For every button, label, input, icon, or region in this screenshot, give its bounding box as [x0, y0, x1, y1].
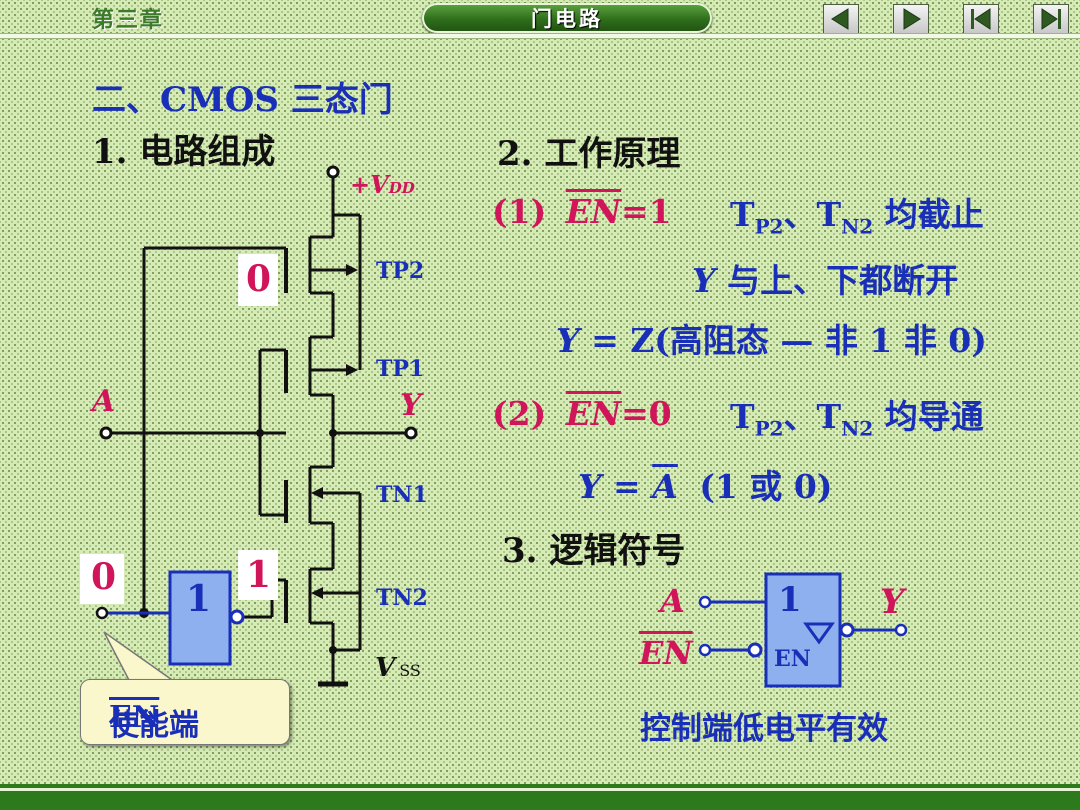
case2-t2-sub: N2 [841, 416, 874, 441]
case2-t1: T [730, 397, 755, 436]
symbol-heading-num: 3. [502, 531, 538, 571]
case1-t2-sub: N2 [841, 214, 874, 239]
symbol-input-en-label: EN [639, 634, 693, 672]
enable-callout: 使能端 EN [80, 679, 290, 745]
tn2-level-box [238, 550, 278, 600]
case2-line2-y: Y [578, 467, 602, 506]
circuit-heading: 1. 电路组成 [92, 124, 275, 173]
case2-state: 均导通 [884, 397, 984, 436]
case2-eq: =0 [621, 394, 672, 433]
symbol-heading-text: 逻辑符号 [549, 531, 686, 571]
case1-line2-y: Y [692, 261, 716, 300]
tp1-label: TP1 [376, 356, 425, 382]
case2-sep: 、 [783, 397, 817, 436]
callout-en: EN [109, 700, 160, 735]
symbol-output-bubble [839, 622, 855, 638]
symbol-output-y-label: Y [880, 582, 905, 622]
symbol-box-en: EN [774, 646, 811, 672]
inverter-bubble [229, 609, 245, 625]
case1-line2: Y 与上、下都断开 [692, 254, 958, 302]
last-button[interactable] [1033, 4, 1069, 34]
case1-t1: T [730, 195, 755, 234]
callout-label: 使能端 [109, 708, 199, 743]
slide-title: 门电路 [531, 7, 603, 31]
en-level-box [80, 554, 124, 604]
header-divider [0, 33, 1080, 39]
case2-tag: (2) [492, 394, 547, 433]
last-icon [1041, 8, 1061, 30]
principle-heading: 2. 工作原理 [497, 126, 680, 175]
tn2-gate-level: 1 [246, 554, 272, 596]
case1-line3-y: Y [556, 321, 580, 360]
symbol-heading: 3. 逻辑符号 [502, 523, 685, 572]
case1-t2: T [816, 195, 842, 234]
case2-line2-rest: (1 或 0) [699, 467, 833, 506]
symbol-input-a-label: A [660, 582, 685, 620]
case2-en: EN [565, 394, 622, 433]
vdd-label: +VDD [350, 170, 415, 199]
case2-transistors: TP2、TN2 均导通 [730, 390, 984, 441]
case1-t1-sub: P2 [754, 214, 784, 239]
case1-condition: (1) EN=1 [492, 192, 672, 231]
case1-en: EN [565, 192, 622, 231]
input-a-label: A [92, 384, 116, 419]
en-level: 0 [91, 556, 117, 598]
circuit-heading-text: 电路组成 [139, 132, 276, 172]
tp2-label: TP2 [376, 258, 425, 284]
tn1-label: TN1 [376, 482, 428, 508]
symbol-en-bubble [747, 642, 763, 658]
principle-heading-num: 2. [497, 134, 533, 174]
en-input-terminal [95, 606, 109, 620]
vss-label-main: V [375, 653, 396, 683]
tp2-gate-level: 0 [246, 258, 272, 300]
bottom-bar [0, 788, 1080, 810]
principle-heading-text: 工作原理 [544, 134, 681, 174]
case2-t1-sub: P2 [754, 416, 784, 441]
case1-line2-text: 与上、下都断开 [727, 261, 959, 300]
case1-line3-text: = Z(高阻态 — 非 1 非 0) [591, 321, 987, 360]
vdd-label-main: +V [350, 170, 389, 199]
vdd-label-sub: DD [388, 179, 415, 197]
next-button[interactable] [893, 4, 929, 34]
symbol-input-a-terminal [698, 595, 712, 609]
prev-icon [831, 8, 849, 30]
case1-line3: Y = Z(高阻态 — 非 1 非 0) [556, 314, 987, 362]
output-y-label: Y [400, 388, 422, 423]
symbol-caption: 控制端低电平有效 [640, 711, 888, 747]
top-bar: 第三章 门电路 [0, 0, 1080, 34]
next-icon [903, 8, 921, 30]
chapter-label: 第三章 [92, 8, 165, 33]
case2-t2: T [816, 397, 842, 436]
vss-label-sub: SS [399, 661, 421, 680]
output-terminal [404, 426, 418, 440]
tp2-level-box [238, 254, 278, 306]
inverter-label: 1 [186, 578, 212, 620]
circuit-heading-num: 1. [92, 132, 128, 172]
case2-condition: (2) EN=0 [492, 394, 672, 433]
tristate-triangle-icon [803, 622, 835, 645]
case1-state: 均截止 [884, 195, 984, 234]
symbol-output-terminal [894, 623, 908, 637]
symbol-input-en-terminal [698, 643, 712, 657]
case2-line2-eq: = [601, 467, 653, 506]
case1-eq: =1 [621, 192, 672, 231]
symbol-box-label: 1 [778, 580, 802, 620]
first-icon [971, 8, 991, 30]
section-title: 二、CMOS 三态门 [92, 80, 393, 120]
case2-line2-a: A [652, 467, 678, 506]
first-button[interactable] [963, 4, 999, 34]
case2-line2: Y = A (1 或 0) [578, 460, 832, 508]
tn2-label: TN2 [376, 585, 428, 611]
title-pill: 门电路 [422, 3, 712, 33]
case1-sep: 、 [783, 195, 817, 234]
case1-transistors: TP2、TN2 均截止 [730, 188, 984, 239]
case1-tag: (1) [492, 192, 547, 231]
